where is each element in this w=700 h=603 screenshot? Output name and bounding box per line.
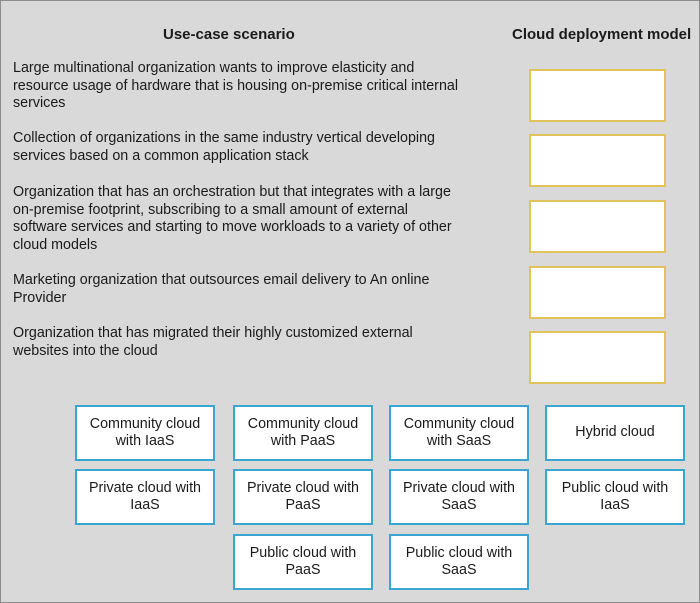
scenario-text-5: Organization that has migrated their hig… [13, 325, 413, 359]
scenario-text-4: Marketing organization that outsources e… [13, 272, 430, 306]
answer-dropzone-5[interactable] [529, 331, 666, 384]
option-label: Public cloud with PaaS [249, 544, 357, 579]
answer-dropzone-2[interactable] [529, 134, 666, 187]
answer-dropzone-4[interactable] [529, 266, 666, 319]
option-label: Community cloud with PaaS [247, 415, 359, 450]
option-community-cloud-iaas[interactable]: Community cloud with IaaS [75, 405, 215, 461]
scenario-text-3: Organization that has an orchestration b… [13, 184, 452, 253]
option-label: Public cloud with IaaS [561, 479, 669, 514]
answer-dropzone-1[interactable] [529, 69, 666, 122]
option-label: Community cloud with IaaS [89, 415, 201, 450]
option-community-cloud-paas[interactable]: Community cloud with PaaS [233, 405, 373, 461]
option-label: Public cloud with SaaS [405, 544, 513, 579]
cloud-deployment-model-header: Cloud deployment model [512, 26, 692, 43]
option-public-cloud-paas[interactable]: Public cloud with PaaS [233, 534, 373, 590]
option-label: Private cloud with PaaS [246, 479, 360, 514]
option-label: Private cloud with SaaS [402, 479, 516, 514]
use-case-scenario-header: Use-case scenario [163, 26, 295, 43]
option-label: Private cloud with IaaS [88, 479, 202, 514]
option-private-cloud-saas[interactable]: Private cloud with SaaS [389, 469, 529, 525]
option-public-cloud-iaas[interactable]: Public cloud with IaaS [545, 469, 685, 525]
scenario-text-1: Large multinational organization wants t… [13, 60, 459, 111]
option-community-cloud-saas[interactable]: Community cloud with SaaS [389, 405, 529, 461]
answer-dropzone-3[interactable] [529, 200, 666, 253]
option-public-cloud-saas[interactable]: Public cloud with SaaS [389, 534, 529, 590]
option-private-cloud-paas[interactable]: Private cloud with PaaS [233, 469, 373, 525]
option-label: Hybrid cloud [575, 424, 655, 441]
option-hybrid-cloud[interactable]: Hybrid cloud [545, 405, 685, 461]
scenario-text-2: Collection of organizations in the same … [13, 130, 435, 164]
option-private-cloud-iaas[interactable]: Private cloud with IaaS [75, 469, 215, 525]
option-label: Community cloud with SaaS [403, 415, 515, 450]
